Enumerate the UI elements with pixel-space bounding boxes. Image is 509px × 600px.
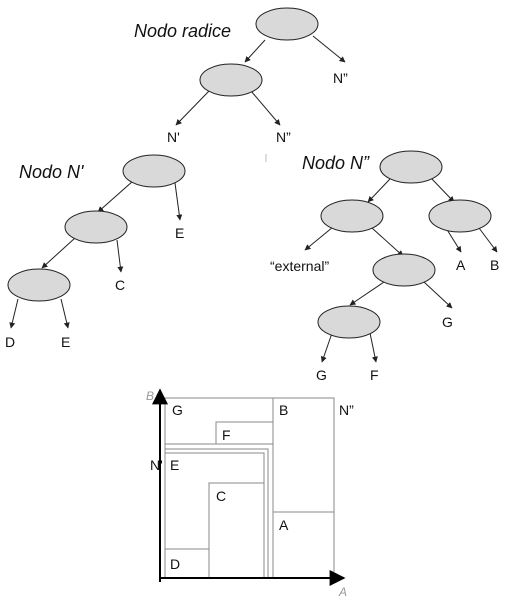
np-level2-node [64, 210, 128, 244]
ndp-right-edge-left [445, 227, 462, 253]
region-outer [164, 397, 335, 579]
root-leaf-n-double-prime: N” [333, 70, 348, 86]
np3-edge-left [9, 298, 19, 329]
ndp-mid-edge-right [423, 281, 453, 309]
np2-edge-left [41, 237, 76, 269]
ndp-leaf-g: G [442, 314, 453, 330]
child-label-n-prime: N' [167, 129, 180, 145]
ndp-leaf-external: “external” [270, 258, 329, 274]
ndp-edge-right [430, 177, 455, 203]
ndp-right-edge-right [478, 227, 498, 253]
child-edge-left [175, 89, 211, 126]
np2-edge-right [116, 239, 124, 273]
np-leaf-e2: E [61, 334, 70, 350]
ndp-mid-node [372, 253, 436, 287]
root-node [255, 7, 319, 41]
ndp-leaf-g2: G [316, 367, 327, 383]
region-label-d: D [170, 556, 180, 572]
space-partition: B A G F B N” N' E C A D [146, 388, 354, 599]
ndp-low-node [317, 305, 381, 339]
ndp-leaf-f: F [370, 367, 379, 383]
region-label-g: G [172, 402, 183, 418]
ndp-left-edge-left [304, 226, 334, 251]
region-label-f: F [222, 427, 231, 443]
ndp-low-edge-left [320, 332, 333, 363]
ndp-tree-title: Nodo N” [302, 153, 370, 173]
np-root-node [122, 154, 186, 188]
np-leaf-c: C [115, 277, 125, 293]
region-b-a-column [272, 397, 335, 579]
ndp-mid-edge-left [349, 281, 385, 306]
root-edge-left [244, 39, 266, 63]
region-label-e: E [170, 457, 179, 473]
np-leaf-d: D [5, 334, 15, 350]
ndp-low-edge-right [369, 332, 378, 363]
np3-edge-right [60, 298, 70, 329]
region-label-a: A [279, 517, 289, 533]
child-edge-right [250, 90, 281, 126]
ndp-right-node [428, 199, 492, 233]
region-label-b: B [279, 402, 288, 418]
np-level3-node [7, 268, 71, 302]
np-edge-right [174, 182, 183, 221]
root-tree-title: Nodo radice [134, 21, 231, 41]
region-label-n-double-prime: N” [339, 402, 354, 418]
ndp-leaf-a: A [456, 257, 466, 273]
root-child-node [199, 63, 263, 97]
np-leaf-e: E [175, 225, 184, 241]
n-prime-tree: Nodo N' E C D E [5, 154, 186, 350]
ndp-left-node [320, 199, 384, 233]
ndp-edge-left [367, 178, 391, 203]
axis-label-b: B [146, 389, 154, 403]
n-double-prime-tree: Nodo N” “external” A B G G F [270, 150, 499, 383]
child-label-n-double-prime: N” [276, 129, 291, 145]
axis-label-a: A [338, 585, 347, 599]
root-edge-right [312, 35, 346, 63]
region-n-prime [164, 448, 269, 579]
ndp-leaf-b: B [490, 257, 499, 273]
root-tree: Nodo radice N” N' N” [134, 7, 348, 145]
ndp-root-node [379, 150, 443, 184]
region-label-c: C [216, 488, 226, 504]
np-edge-left [97, 180, 134, 213]
ndp-left-edge-right [371, 227, 404, 257]
region-label-n-prime: N' [150, 457, 163, 473]
n-prime-tree-title: Nodo N' [19, 162, 84, 182]
